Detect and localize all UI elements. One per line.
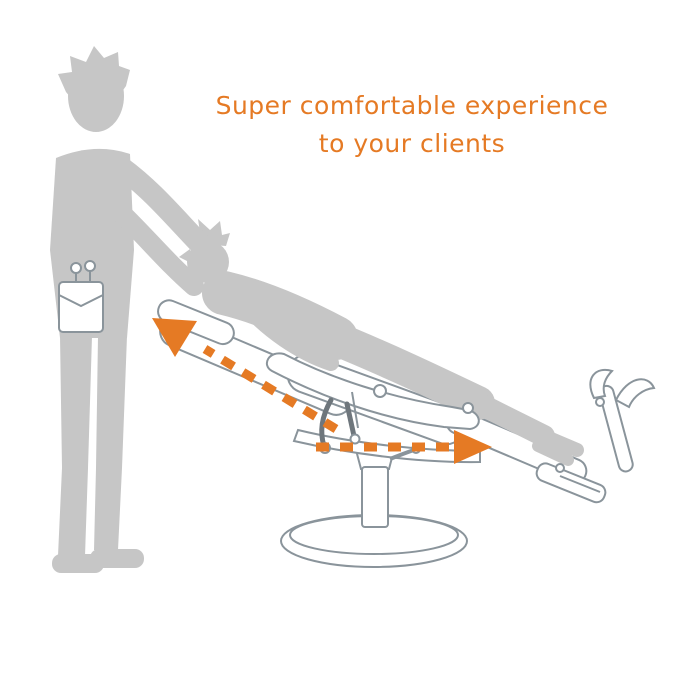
recline-arrow-dashes [202,345,339,433]
stylist-leg-left [58,336,92,556]
caption-line-2: to your clients [319,129,505,158]
footrest-horn-right [614,378,656,409]
footrest-upright [598,384,634,473]
footrest-horn-left [589,368,614,400]
adjustment-levers [319,397,357,449]
pivot-footrest-top [595,397,605,407]
footrest-arrow-icon [454,430,492,464]
caption-line-1: Super comfortable experience [216,91,609,120]
client-foot-2 [532,440,574,466]
client-calves [465,391,555,447]
apron-pocket [58,260,104,333]
pump-lever-knob [349,433,361,445]
client-nose [179,249,191,263]
hydraulic-column [361,466,389,528]
client-thighs [317,321,495,420]
client-arm [238,298,339,371]
scissor-handle-1 [70,262,82,274]
stylist-leg-right [94,336,127,550]
heel-bar [559,475,601,493]
pivot-seat [373,384,387,398]
pivot-footrest-bottom [555,463,565,473]
stylist-arm-upper [111,157,213,257]
stylist-head [68,60,124,132]
recline-arrow-icon [152,318,197,357]
stylist-shoe-right [90,549,144,568]
caption: Super comfortable experience to your cli… [216,91,609,158]
stylist-figure [50,46,213,573]
footrest-plate [535,462,607,504]
recline-lever [319,397,334,449]
scissor-handle-2 [84,260,96,272]
pocket-flap [58,294,104,308]
client-foot-1 [537,429,584,457]
armrest-support [351,391,359,429]
pump-lever [344,401,357,439]
pivot-armrest [462,402,474,414]
motion-arrows [152,318,492,464]
stylist-arm-lower [104,196,204,296]
chair-front-parts [266,352,656,568]
